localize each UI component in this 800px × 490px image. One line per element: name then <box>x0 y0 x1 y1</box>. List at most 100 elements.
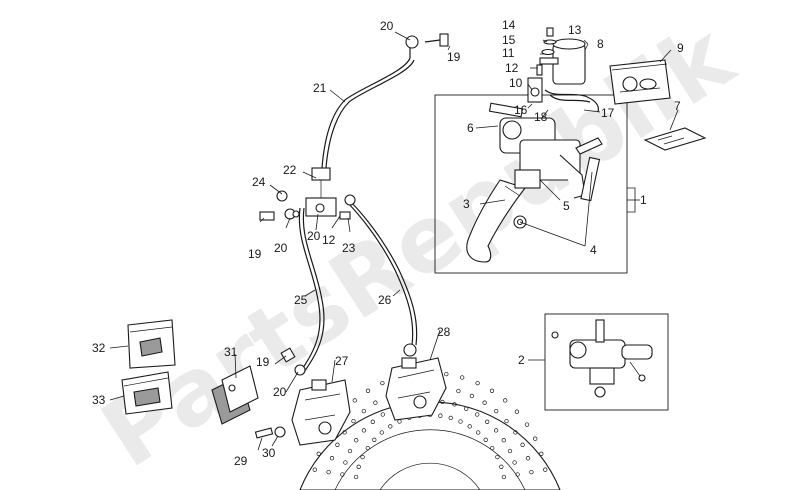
disc-hole <box>326 469 331 475</box>
brake-pads <box>211 365 259 425</box>
disc-hole <box>379 430 384 435</box>
callout-1: 1 <box>640 193 647 207</box>
disc-hole <box>512 460 517 465</box>
disc-hole <box>507 448 513 454</box>
callout-24: 24 <box>252 175 266 189</box>
callout-19-top: 19 <box>447 50 461 64</box>
callout-30: 30 <box>262 446 276 460</box>
pad-kit-bag-a <box>127 319 176 369</box>
disc-hole <box>365 388 371 393</box>
disc-hole <box>504 418 509 424</box>
callout-31: 31 <box>224 345 238 359</box>
callout-10: 10 <box>509 76 523 90</box>
disc-hole <box>501 438 506 443</box>
disc-hole <box>495 454 500 460</box>
disc-hole <box>365 445 370 451</box>
disc-hole <box>499 464 504 469</box>
callout-19-lower: 19 <box>256 355 270 369</box>
reservoir-cap-screws <box>536 27 557 76</box>
disc-hole <box>352 398 357 403</box>
disc-hole <box>503 398 508 403</box>
disc-hole <box>476 430 481 435</box>
disc-hole <box>475 380 480 386</box>
callout-20-top: 20 <box>380 19 394 33</box>
disc-hole <box>312 467 317 472</box>
callout-13: 13 <box>568 23 582 37</box>
disc-hole <box>515 472 520 477</box>
disc-hole <box>524 422 530 427</box>
callout-11: 11 <box>502 46 515 60</box>
callout-4: 4 <box>590 243 597 257</box>
callout-19-left: 19 <box>248 247 262 261</box>
callout-23: 23 <box>342 241 356 255</box>
callout-12: 12 <box>505 61 519 75</box>
master-cylinder-detail-frame <box>544 313 669 411</box>
disc-hole <box>388 424 393 429</box>
disc-hole <box>340 472 345 477</box>
disc-hole <box>489 388 495 393</box>
master-cylinder-body <box>488 102 603 229</box>
three-way-union <box>305 167 337 217</box>
disc-hole <box>372 437 377 442</box>
disc-hole <box>356 464 361 469</box>
callout-5: 5 <box>563 199 570 213</box>
disc-hole <box>525 456 531 461</box>
disc-hole <box>514 409 520 414</box>
master-cylinder-detail <box>551 319 653 398</box>
disc-hole <box>475 412 480 417</box>
callout-17: 17 <box>601 106 615 120</box>
disc-hole <box>380 412 385 417</box>
disc-hole <box>448 415 453 421</box>
callout-6: 6 <box>467 121 474 135</box>
callout-14: 14 <box>502 18 516 32</box>
disc-hole <box>335 442 340 447</box>
disc-hole <box>380 380 385 386</box>
callout-7: 7 <box>674 99 681 113</box>
left-caliper-hose <box>298 207 321 373</box>
disc-hole <box>494 408 499 414</box>
callout-25: 25 <box>294 293 308 307</box>
disc-hole <box>329 456 335 461</box>
disc-hole <box>490 445 495 451</box>
disc-hole <box>460 375 465 380</box>
disc-hole <box>464 406 469 411</box>
disc-hole <box>440 399 445 405</box>
disc-hole <box>456 388 461 394</box>
callout-3: 3 <box>463 197 470 211</box>
right-caliper-hose <box>344 199 414 346</box>
disc-hole <box>452 402 457 407</box>
callout-8: 8 <box>597 37 604 51</box>
brake-fluid-reservoir <box>527 38 600 113</box>
callout-18: 18 <box>534 110 548 124</box>
callout-20-lower: 20 <box>273 385 287 399</box>
disc-hole <box>467 424 472 429</box>
callout-9: 9 <box>677 41 684 55</box>
callout-27: 27 <box>335 354 349 368</box>
disc-hole <box>482 400 487 405</box>
disc-hole <box>351 418 356 424</box>
leader-lines <box>109 31 679 451</box>
disc-hole <box>529 469 534 475</box>
disc-hole <box>353 474 359 480</box>
callout-labels: 1 2 3 4 5 6 7 8 9 10 11 12 13 14 15 16 1… <box>92 18 684 468</box>
caliper-bolts <box>254 426 286 439</box>
disc-hole <box>361 408 366 414</box>
disc-hole <box>520 442 525 447</box>
callout-33: 33 <box>92 393 106 407</box>
disc-hole <box>370 419 375 424</box>
callout-12-mid: 12 <box>322 233 336 247</box>
disc-hole <box>539 451 544 456</box>
banjo-bolt-top <box>405 33 449 49</box>
callout-21: 21 <box>313 81 327 95</box>
disc-hole <box>316 451 321 456</box>
callout-15: 15 <box>502 33 516 47</box>
disc-hole <box>342 430 347 435</box>
callout-28: 28 <box>437 325 451 339</box>
callout-2: 2 <box>518 353 525 367</box>
disc-hole <box>493 428 499 433</box>
disc-hole <box>361 428 367 433</box>
disc-hole <box>343 460 348 465</box>
disc-hole <box>483 437 488 442</box>
disc-hole <box>469 393 475 399</box>
